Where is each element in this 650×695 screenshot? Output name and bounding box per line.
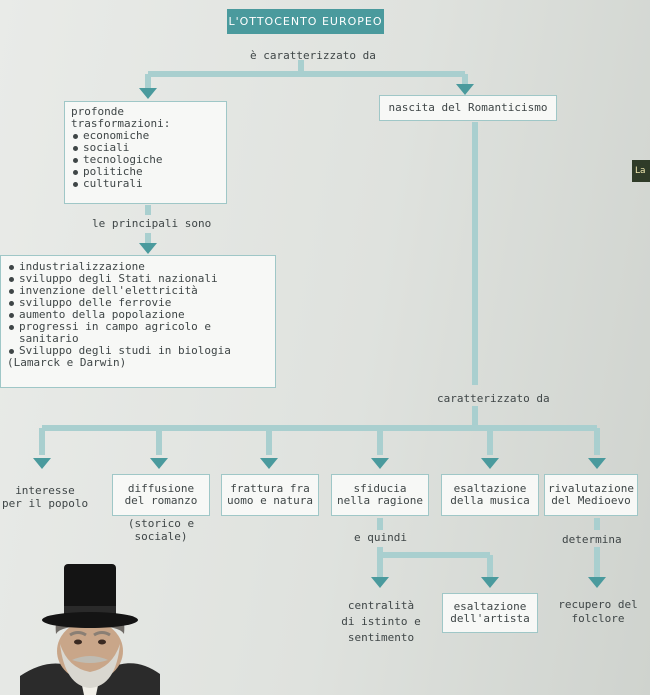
caption-principali: le principali sono	[92, 217, 212, 230]
feature-medioevo: rivalutazione del Medioevo	[547, 482, 635, 507]
verdi-portrait-illustration	[20, 564, 160, 695]
trasformazioni-heading: profonde trasformazioni:	[71, 105, 171, 130]
result-artista: esaltazione dell'artista	[450, 600, 530, 625]
result-folclore: recupero del folclore	[558, 598, 638, 625]
trasformazioni-list: economiche sociali tecnologiche politich…	[71, 130, 220, 190]
list-item: Sviluppo degli studi in biologia	[7, 345, 269, 357]
feature-romanzo: diffusione del romanzo	[124, 482, 198, 507]
result-artista-box: esaltazione dell'artista	[442, 593, 538, 633]
feature-natura: frattura fra uomo e natura	[226, 482, 314, 507]
feature-musica: esaltazione della musica	[450, 482, 530, 507]
feature-romanzo-box: diffusione del romanzo	[112, 474, 210, 516]
principali-list: industrializzazione sviluppo degli Stati…	[7, 261, 269, 357]
list-item: progressi in campo agricolo e sanitario	[7, 321, 269, 345]
list-item: invenzione dell'elettricità	[7, 285, 269, 297]
caption-caratterizzato-da: caratterizzato da	[437, 392, 550, 405]
list-item: industrializzazione	[7, 261, 269, 273]
feature-natura-box: frattura fra uomo e natura	[221, 474, 319, 516]
caption-determina: determina	[562, 533, 622, 546]
list-item: sociali	[71, 142, 220, 154]
principali-tail: (Lamarck e Darwin)	[7, 356, 127, 369]
result-sentimento: centralità di istinto e sentimento	[341, 599, 421, 644]
page-title: L'OTTOCENTO EUROPEO	[227, 9, 384, 34]
edge-tab: La	[632, 160, 650, 182]
feature-medioevo-box: rivalutazione del Medioevo	[544, 474, 638, 516]
list-item: tecnologiche	[71, 154, 220, 166]
principali-box: industrializzazione sviluppo degli Stati…	[0, 255, 276, 388]
list-item: economiche	[71, 130, 220, 142]
trasformazioni-box: profonde trasformazioni: economiche soci…	[64, 101, 227, 204]
list-item: politiche	[71, 166, 220, 178]
romanticismo-box: nascita del Romanticismo	[379, 95, 557, 121]
feature-ragione: sfiducia nella ragione	[336, 482, 424, 507]
list-item: aumento della popolazione	[7, 309, 269, 321]
feature-popolo: interesse per il popolo	[2, 484, 89, 510]
romanzo-note: (storico e sociale)	[127, 517, 195, 543]
romanticismo-label: nascita del Romanticismo	[388, 101, 548, 114]
feature-ragione-box: sfiducia nella ragione	[331, 474, 429, 516]
list-item: sviluppo delle ferrovie	[7, 297, 269, 309]
caption-e-quindi: e quindi	[354, 531, 407, 544]
feature-musica-box: esaltazione della musica	[441, 474, 539, 516]
list-item: culturali	[71, 178, 220, 190]
caption-caratterizzato: è caratterizzato da	[250, 49, 376, 62]
list-item: sviluppo degli Stati nazionali	[7, 273, 269, 285]
